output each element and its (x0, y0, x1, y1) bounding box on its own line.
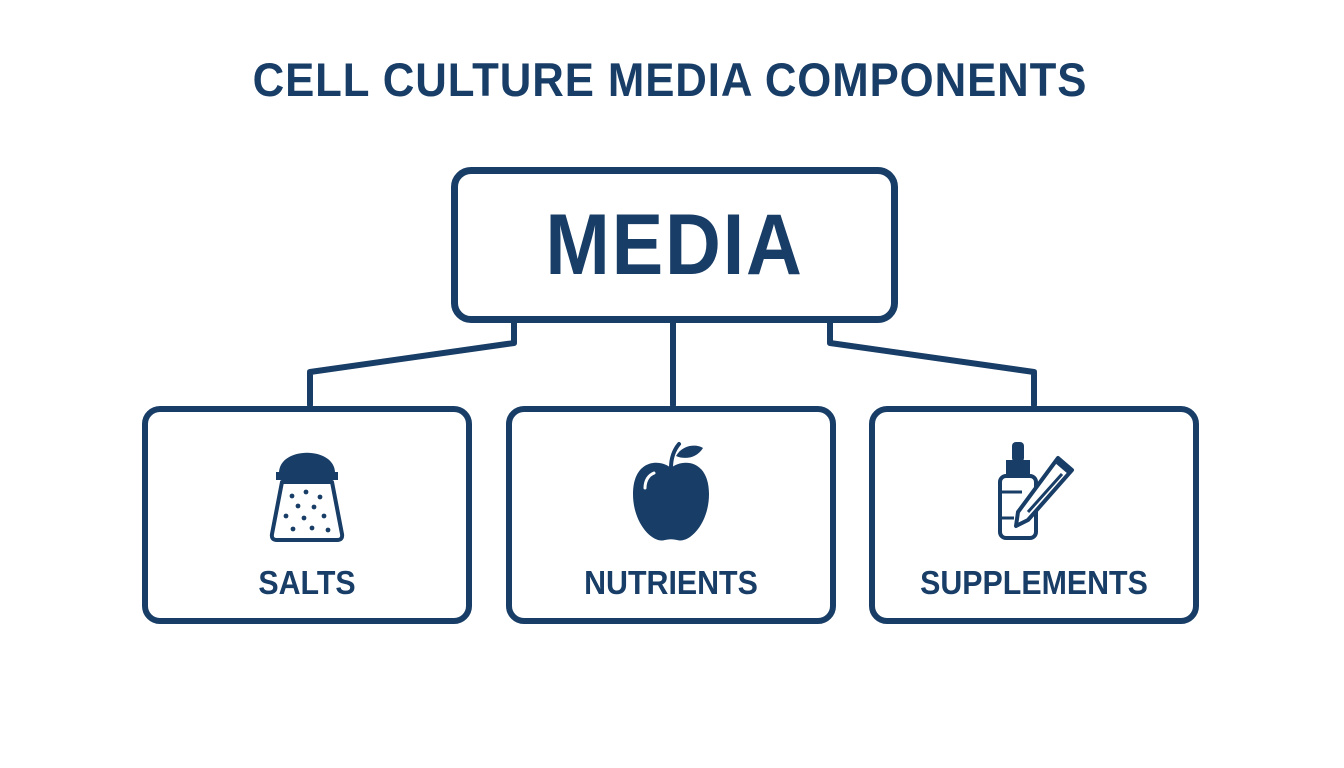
nutrients-label: NUTRIENTS (584, 564, 758, 601)
diagram-title: CELL CULTURE MEDIA COMPONENTS (252, 53, 1088, 106)
supplements-label: SUPPLEMENTS (920, 564, 1148, 601)
connector-supplements (827, 317, 1037, 408)
media-root-box: MEDIA (451, 167, 898, 323)
salts-label: SALTS (258, 564, 356, 601)
salt-shaker-icon (269, 452, 345, 542)
connector-salts (307, 317, 517, 408)
salts-box: SALTS (142, 406, 472, 624)
supplements-box: SUPPLEMENTS (869, 406, 1199, 624)
apple-icon (633, 442, 709, 541)
media-root-label: MEDIA (545, 196, 804, 293)
dropper-bottle-icon (998, 442, 1074, 540)
nutrients-box: NUTRIENTS (506, 406, 836, 624)
